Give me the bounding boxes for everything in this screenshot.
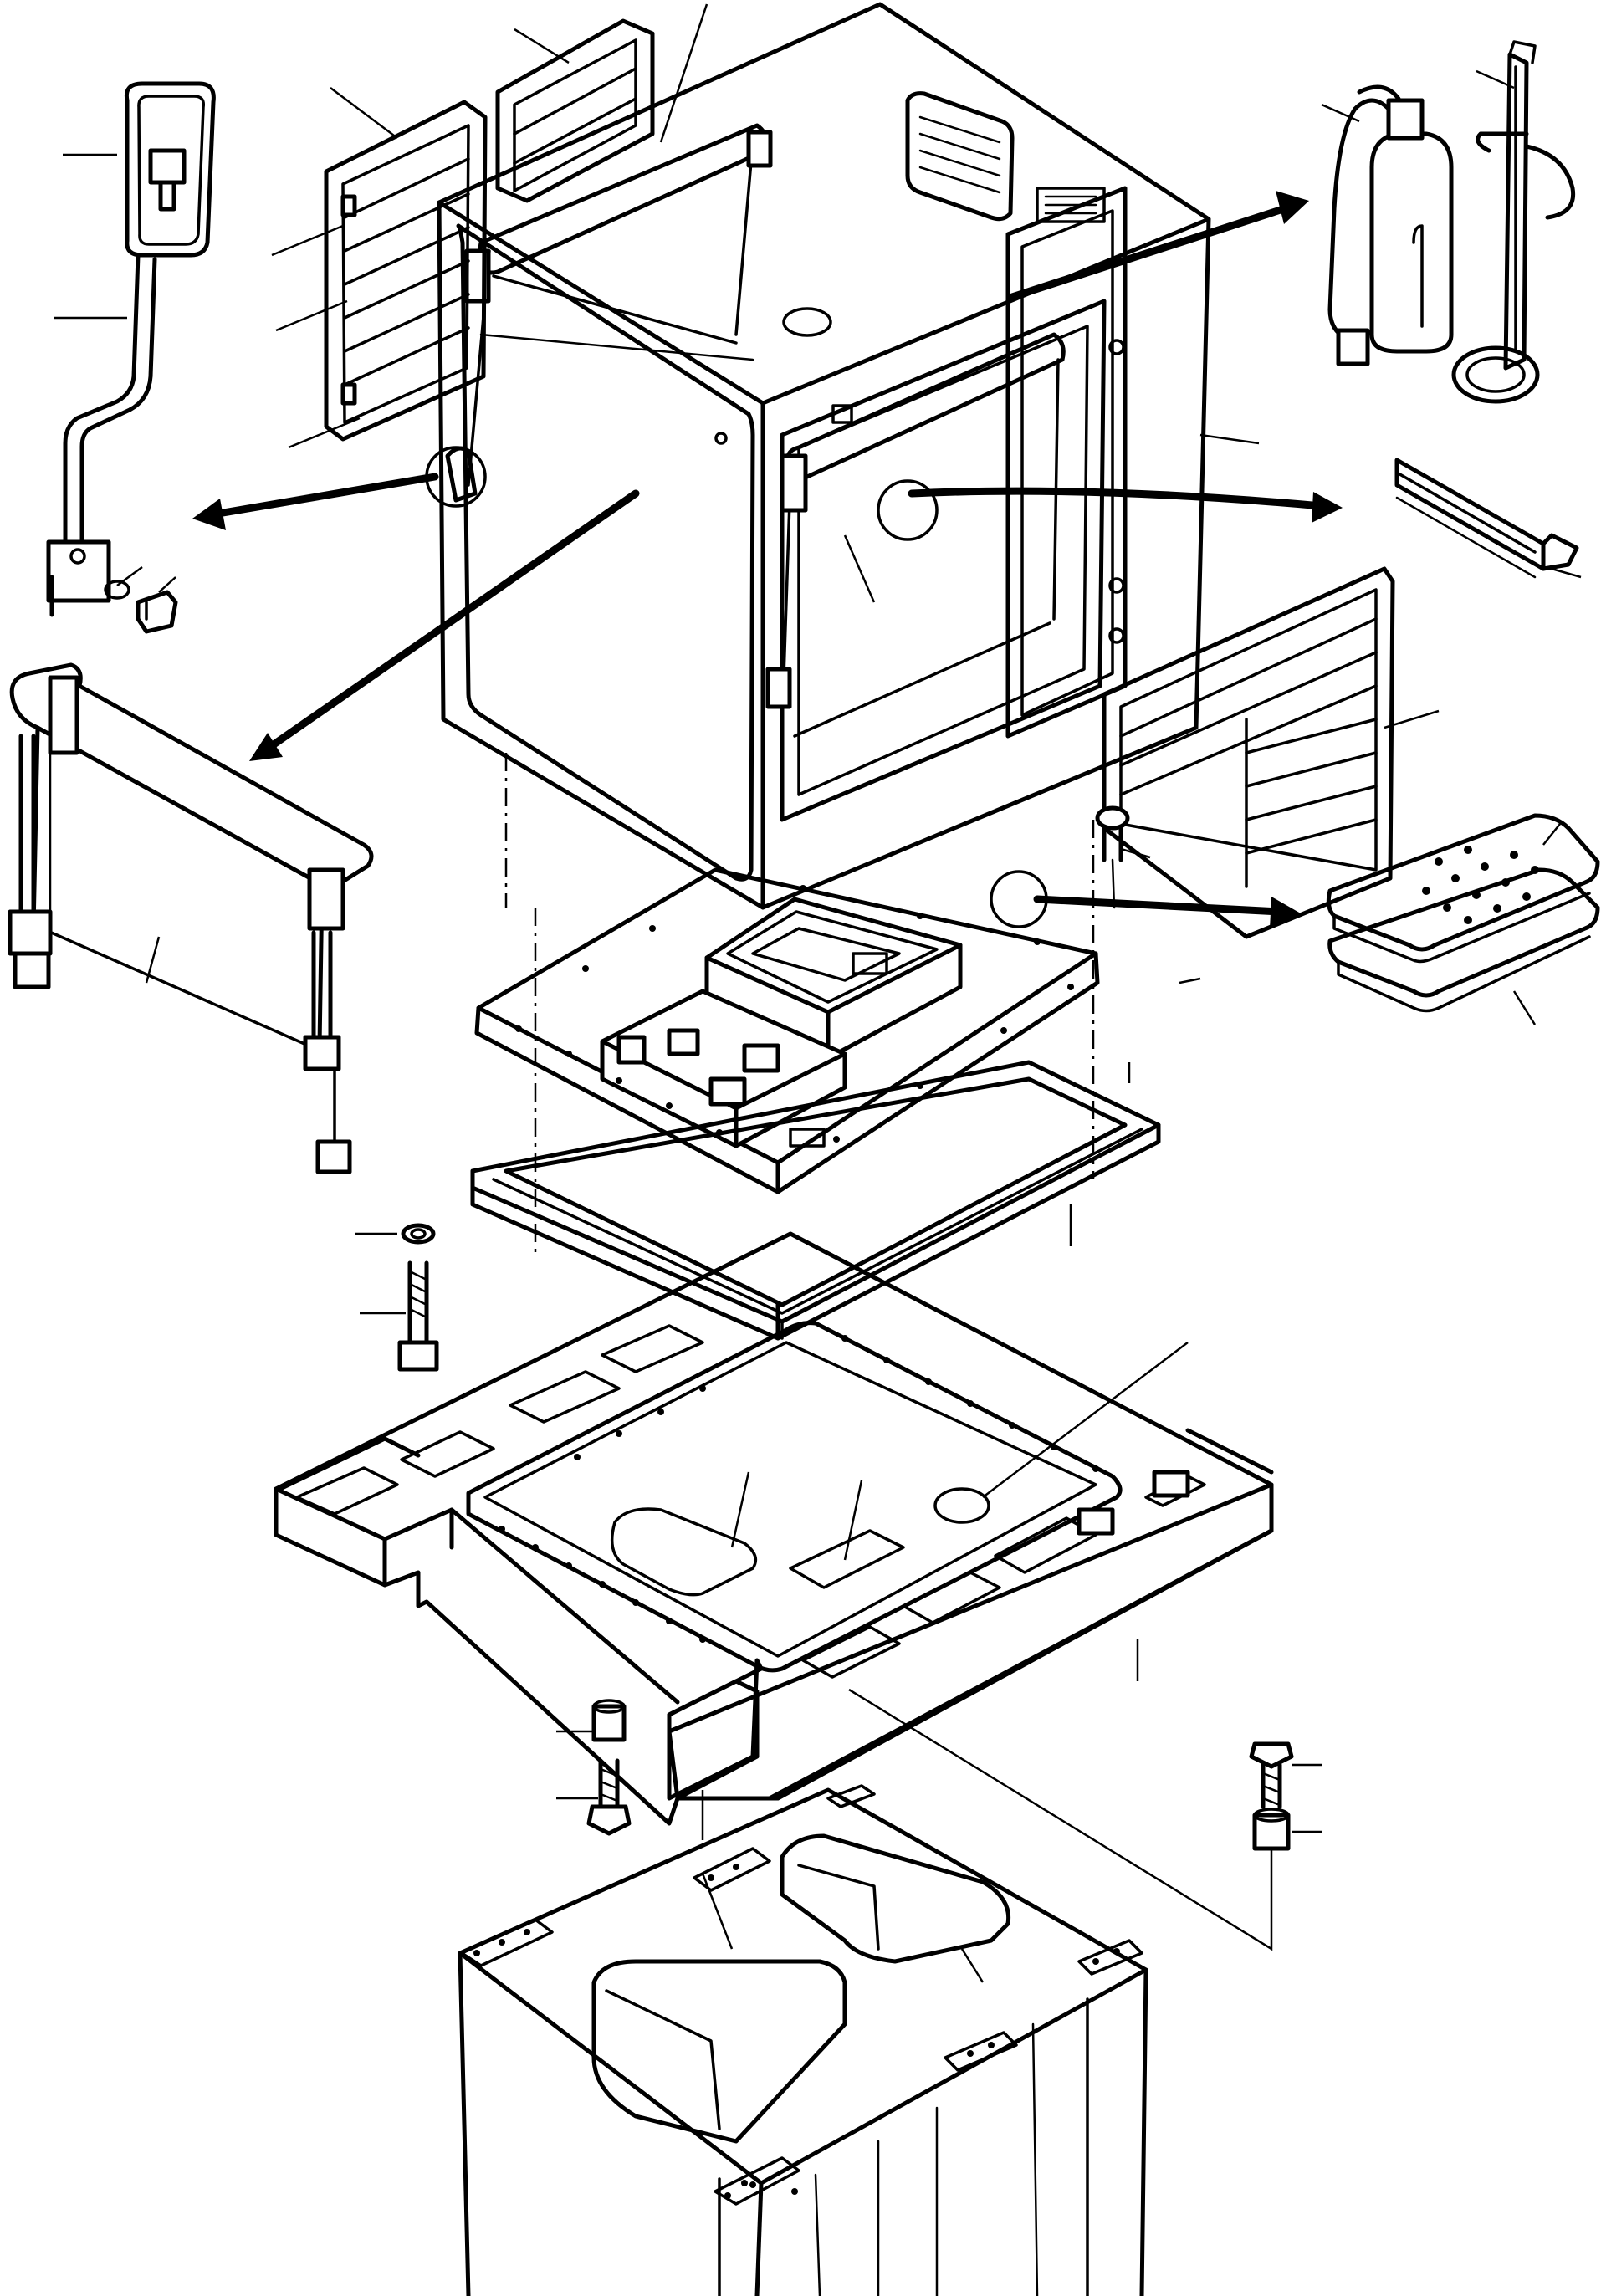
fastener-collar-bolt-left bbox=[586, 1699, 632, 1836]
leader-lines bbox=[54, 3, 1582, 1983]
floor-frame bbox=[470, 1060, 1161, 1341]
mirror-stay bbox=[46, 253, 178, 634]
detail-arrows bbox=[192, 191, 1343, 928]
extinguisher-bracket bbox=[1451, 40, 1576, 404]
rear-view-mirror bbox=[124, 81, 216, 258]
cab-mount-stand bbox=[458, 1784, 1148, 2296]
fire-extinguisher bbox=[1327, 84, 1454, 366]
floor-plate bbox=[474, 867, 1100, 1194]
side-window-louver bbox=[324, 100, 488, 442]
door-rail bbox=[1394, 458, 1579, 579]
upper-rear-louver bbox=[495, 18, 655, 203]
fastener-screw bbox=[1095, 805, 1130, 909]
fastener-collar-bolt-right bbox=[1249, 1741, 1294, 1851]
side-roller-blind bbox=[765, 332, 1066, 738]
fastener-long-bolt bbox=[397, 1223, 439, 1372]
front-roller-blind bbox=[8, 662, 374, 1174]
seat-cushion bbox=[1326, 813, 1600, 1013]
cab-base-frame bbox=[274, 1231, 1274, 1826]
operator-cab bbox=[437, 2, 1211, 1255]
rear-louver-panel bbox=[1102, 566, 1395, 939]
